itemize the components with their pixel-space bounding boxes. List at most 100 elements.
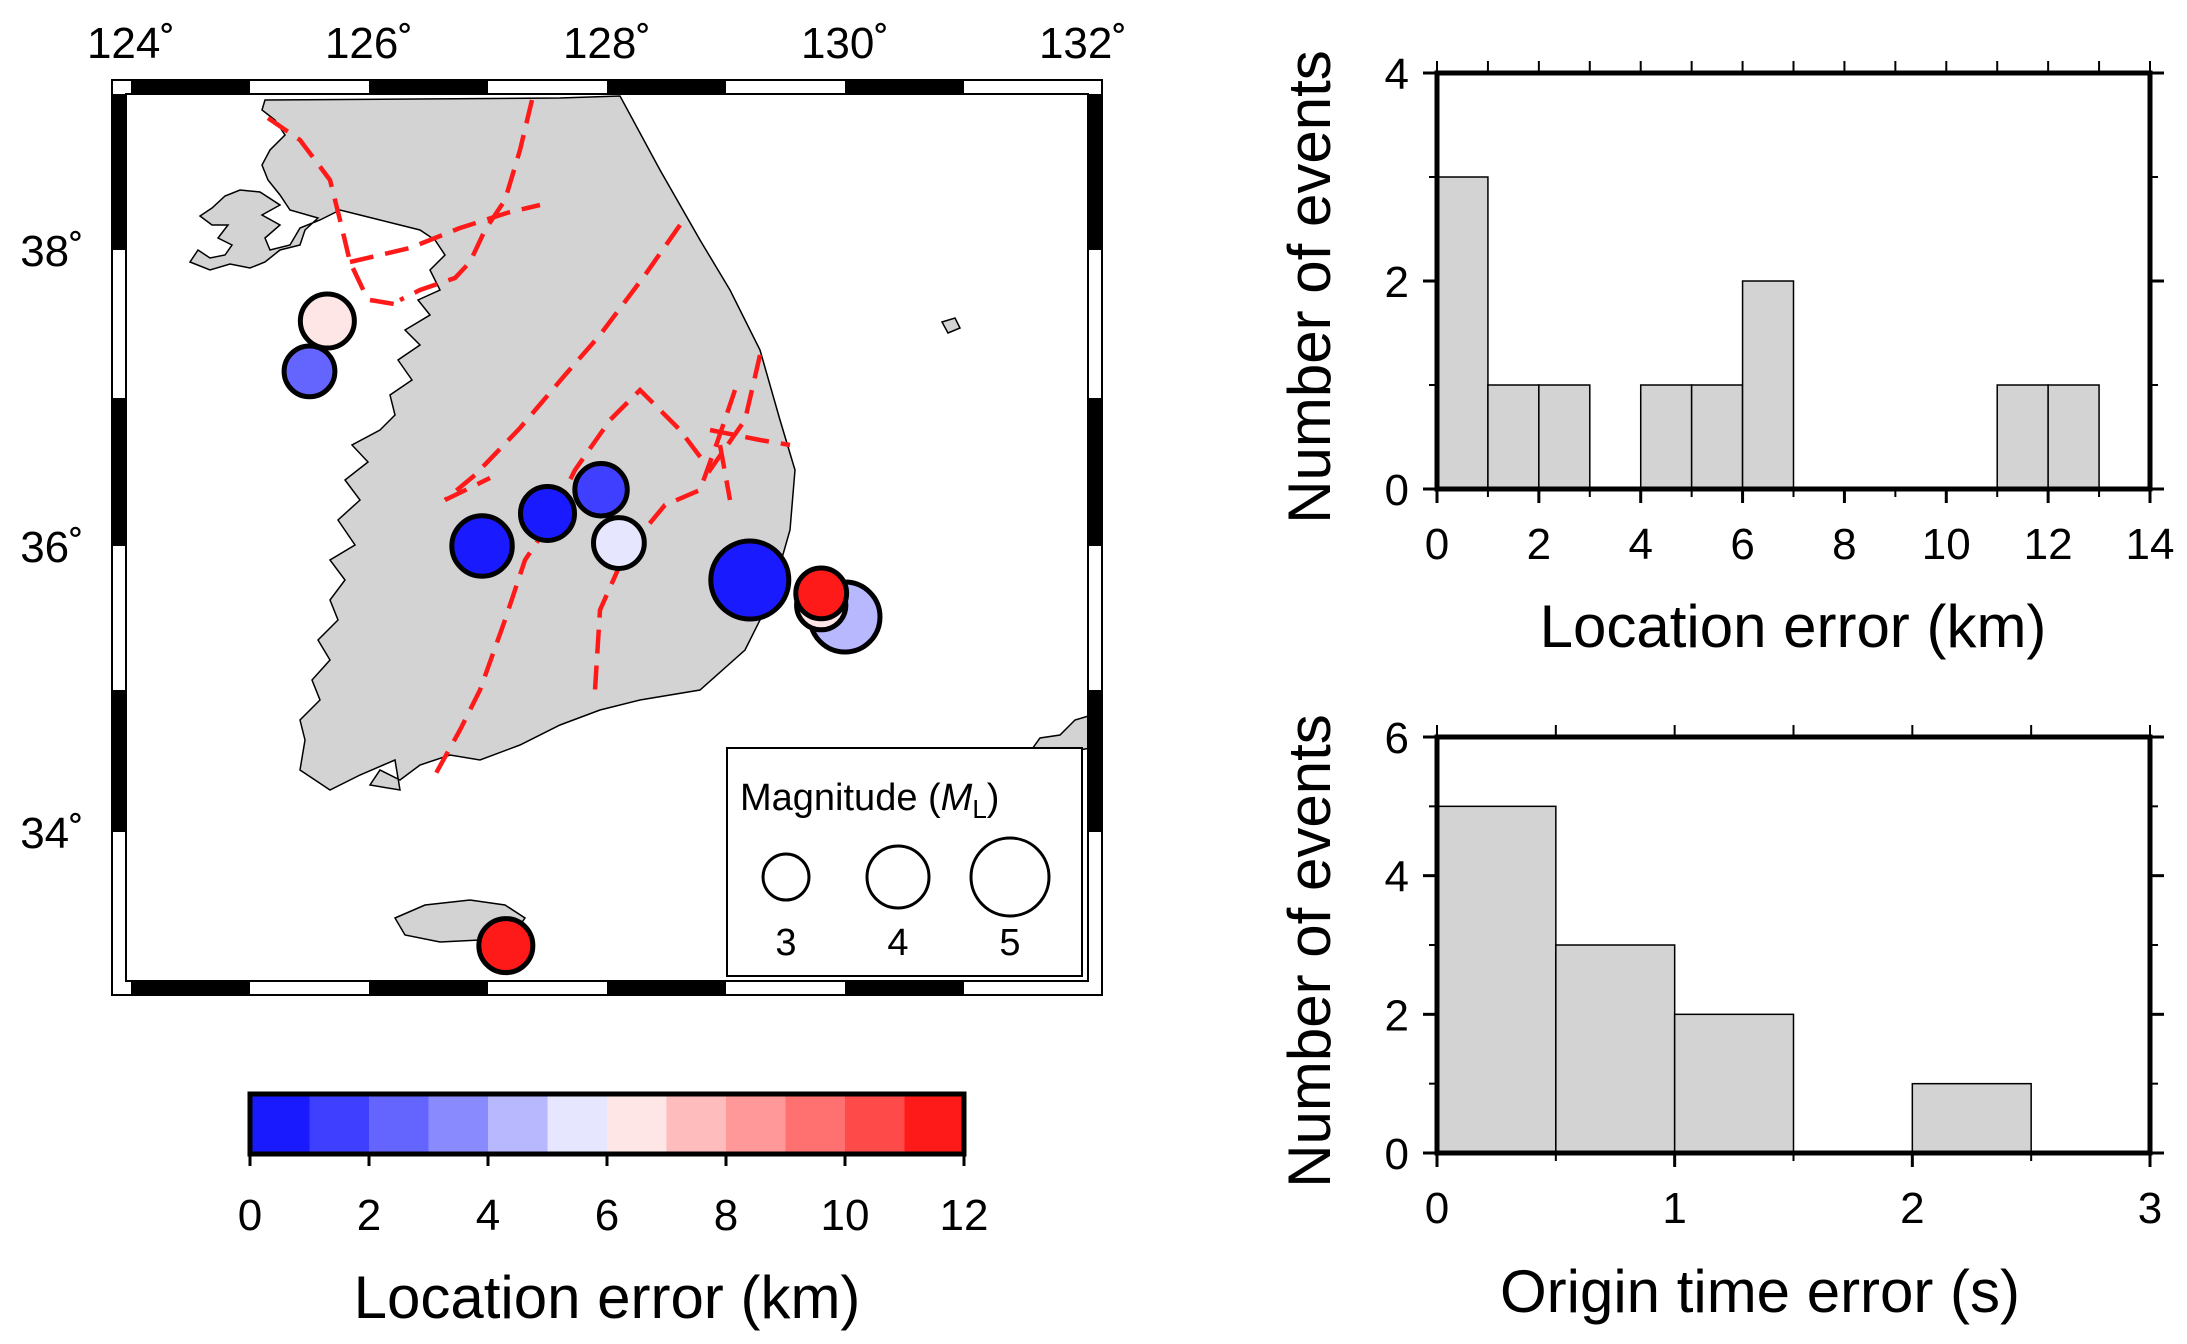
event-circle [793, 565, 850, 622]
colorbar-cell [369, 1094, 429, 1154]
colorbar-cell [250, 1094, 310, 1154]
x-tick-label: 6 [1730, 520, 1754, 569]
legend-title-symbol: M [941, 777, 973, 819]
histogram-ticks: 0 2 4 6 8 10 12 14 0 2 4 [1385, 50, 2175, 569]
histogram-bar [1436, 176, 1489, 490]
colorbar-tick-label: 10 [821, 1191, 870, 1240]
x-tick-label: 0 [1425, 520, 1449, 569]
colorbar-tick-label: 2 [357, 1191, 381, 1240]
map-lat-ticks: 38˚ 36˚ 34˚ [20, 227, 84, 858]
colorbar-tick-label: 8 [714, 1191, 738, 1240]
histogram-bar [1639, 384, 1693, 490]
lon-tick-label: 124˚ [87, 19, 175, 68]
colorbar: 0 2 4 6 8 10 12 Location error (km) [238, 1091, 989, 1331]
histogram-bar [1538, 384, 1591, 490]
y-tick-label: 2 [1385, 258, 1409, 307]
histogram-bar [1555, 944, 1676, 1154]
histogram-bars [1436, 176, 2100, 490]
colorbar-cell [309, 1094, 370, 1154]
histogram-ylabel: Number of events [1276, 50, 1343, 524]
map-panel: 124˚ 126˚ 128˚ 130˚ 132˚ 38˚ 36˚ 34˚ Mag… [20, 19, 1127, 996]
colorbar-tick-label: 12 [940, 1191, 989, 1240]
colorbar-cells [250, 1094, 965, 1154]
magnitude-legend: Magnitude (ML) 3 4 5 [726, 747, 1083, 977]
y-tick-label: 0 [1385, 1130, 1409, 1179]
colorbar-tick-label: 0 [238, 1191, 262, 1240]
x-tick-label: 4 [1628, 520, 1652, 569]
korean-peninsula-land [188, 95, 796, 791]
colorbar-cell [845, 1094, 905, 1154]
histogram-bar [1911, 1082, 2032, 1154]
x-tick-label: 2 [1527, 520, 1551, 569]
map-lon-ticks: 124˚ 126˚ 128˚ 130˚ 132˚ [87, 19, 1127, 68]
legend-title-text: Magnitude ( [740, 777, 941, 819]
colorbar-cell [547, 1094, 608, 1154]
histogram-ticks: 0 1 2 3 0 2 4 6 [1385, 714, 2164, 1233]
histogram-bar [1487, 384, 1540, 490]
event-circle [518, 483, 577, 543]
legend-title-close: ) [987, 777, 1000, 819]
x-tick-label: 1 [1662, 1184, 1686, 1233]
y-tick-label: 4 [1385, 50, 1409, 99]
histogram-ylabel: Number of events [1276, 714, 1343, 1188]
legend-size-circle [865, 844, 931, 910]
lat-tick-label: 38˚ [20, 227, 84, 276]
colorbar-cell [904, 1094, 965, 1154]
colorbar-cell [666, 1094, 727, 1154]
lon-tick-label: 130˚ [801, 19, 889, 68]
x-tick-label: 8 [1832, 520, 1856, 569]
colorbar-tick-label: 4 [476, 1191, 500, 1240]
event-circle [297, 291, 357, 351]
location-error-histogram: 0 2 4 6 8 10 12 14 0 2 4 Location error (km) Numbe… [1276, 50, 2174, 660]
histogram-bar [1690, 384, 1744, 490]
legend-size-circle [969, 836, 1051, 918]
ulleung-island-land [940, 317, 962, 334]
x-tick-label: 3 [2138, 1184, 2162, 1233]
event-circle [449, 513, 515, 579]
colorbar-cell [726, 1094, 786, 1154]
event-circle [591, 515, 647, 571]
event-circle [476, 916, 536, 976]
lon-tick-label: 126˚ [325, 19, 413, 68]
colorbar-cell [607, 1094, 667, 1154]
colorbar-tick-label: 6 [595, 1191, 619, 1240]
legend-title: Magnitude (ML) [740, 777, 999, 824]
map-frame [111, 79, 1103, 996]
legend-size-label: 5 [999, 922, 1020, 964]
fault-lines [266, 99, 791, 777]
histogram-bar [1436, 805, 1557, 1154]
histogram-bar [2047, 384, 2100, 490]
colorbar-cell [488, 1094, 548, 1154]
colorbar-cell [428, 1094, 489, 1154]
y-tick-label: 6 [1385, 714, 1409, 763]
histogram-bar [1741, 280, 1795, 490]
lon-tick-label: 132˚ [1039, 19, 1127, 68]
histogram-xlabel: Location error (km) [1540, 593, 2047, 660]
colorbar-ticks: 0 2 4 6 8 10 12 [238, 1154, 989, 1240]
lat-tick-label: 36˚ [20, 523, 84, 572]
x-tick-label: 2 [1900, 1184, 1924, 1233]
legend-size-label: 3 [775, 922, 796, 964]
event-circle [572, 461, 630, 519]
lat-tick-label: 34˚ [20, 809, 84, 858]
histogram-xlabel: Origin time error (s) [1500, 1258, 2020, 1325]
histogram-bar [1996, 384, 2049, 490]
event-circle [708, 538, 792, 622]
x-tick-label: 0 [1425, 1184, 1449, 1233]
legend-size-label: 4 [887, 922, 908, 964]
legend-size-circle [761, 852, 811, 902]
y-tick-label: 2 [1385, 991, 1409, 1040]
colorbar-label: Location error (km) [354, 1264, 861, 1331]
x-tick-label: 10 [1922, 520, 1971, 569]
x-tick-label: 12 [2024, 520, 2073, 569]
origin-time-error-histogram: 0 1 2 3 0 2 4 6 Origin time error (s) Number of… [1276, 714, 2164, 1325]
x-tick-label: 14 [2126, 520, 2175, 569]
event-circle [281, 343, 338, 400]
histogram-bars [1436, 805, 2032, 1154]
legend-title-subscript: L [972, 794, 986, 824]
lon-tick-label: 128˚ [563, 19, 651, 68]
y-tick-label: 0 [1385, 466, 1409, 515]
histogram-bar [1673, 1013, 1795, 1154]
y-tick-label: 4 [1385, 853, 1409, 902]
